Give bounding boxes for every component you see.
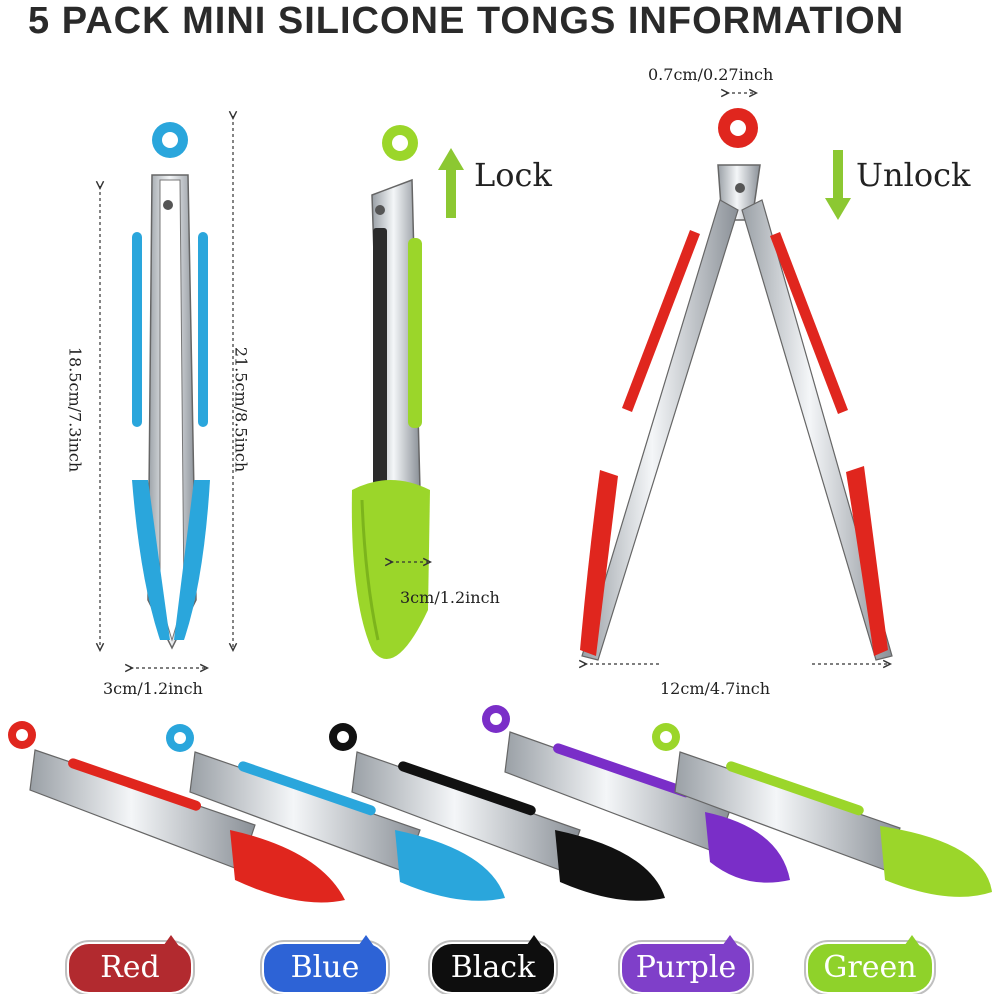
length-long-label: 21.5cm/8.5inch xyxy=(231,346,251,473)
lock-arrow-icon xyxy=(438,148,464,218)
bottom-tong-red xyxy=(8,721,345,903)
bottom-tong-green xyxy=(652,723,992,897)
bottom-tong-purple xyxy=(482,705,790,883)
unlock-label: Unlock xyxy=(856,156,971,194)
color-pill-black: Black xyxy=(430,935,556,994)
color-label-purple: Purple xyxy=(635,950,737,985)
top-width-label: 0.7cm/0.27inch xyxy=(648,65,774,84)
color-label-green: Green xyxy=(823,950,917,985)
red-tong-open xyxy=(580,108,893,661)
blue-tong-closed xyxy=(132,122,210,650)
color-pill-purple: Purple xyxy=(620,935,752,994)
width-head-label: 3cm/1.2inch xyxy=(400,588,500,607)
width-open-label: 12cm/4.7inch xyxy=(660,679,771,698)
green-tong-locked xyxy=(351,125,430,659)
width-closed-label: 3cm/1.2inch xyxy=(103,679,203,698)
length-short-label: 18.5cm/7.3inch xyxy=(65,346,85,473)
bottom-tong-blue xyxy=(166,724,505,901)
color-pill-blue: Blue xyxy=(262,935,388,994)
color-pill-red: Red xyxy=(67,935,193,994)
color-label-blue: Blue xyxy=(290,950,360,985)
unlock-arrow-icon xyxy=(825,150,851,220)
color-label-red: Red xyxy=(100,950,160,985)
lock-label: Lock xyxy=(474,156,552,194)
color-label-black: Black xyxy=(450,950,536,985)
page-title: 5 PACK MINI SILICONE TONGS INFORMATION xyxy=(28,0,905,42)
bottom-tong-black xyxy=(329,723,665,901)
color-pill-green: Green xyxy=(806,935,934,994)
